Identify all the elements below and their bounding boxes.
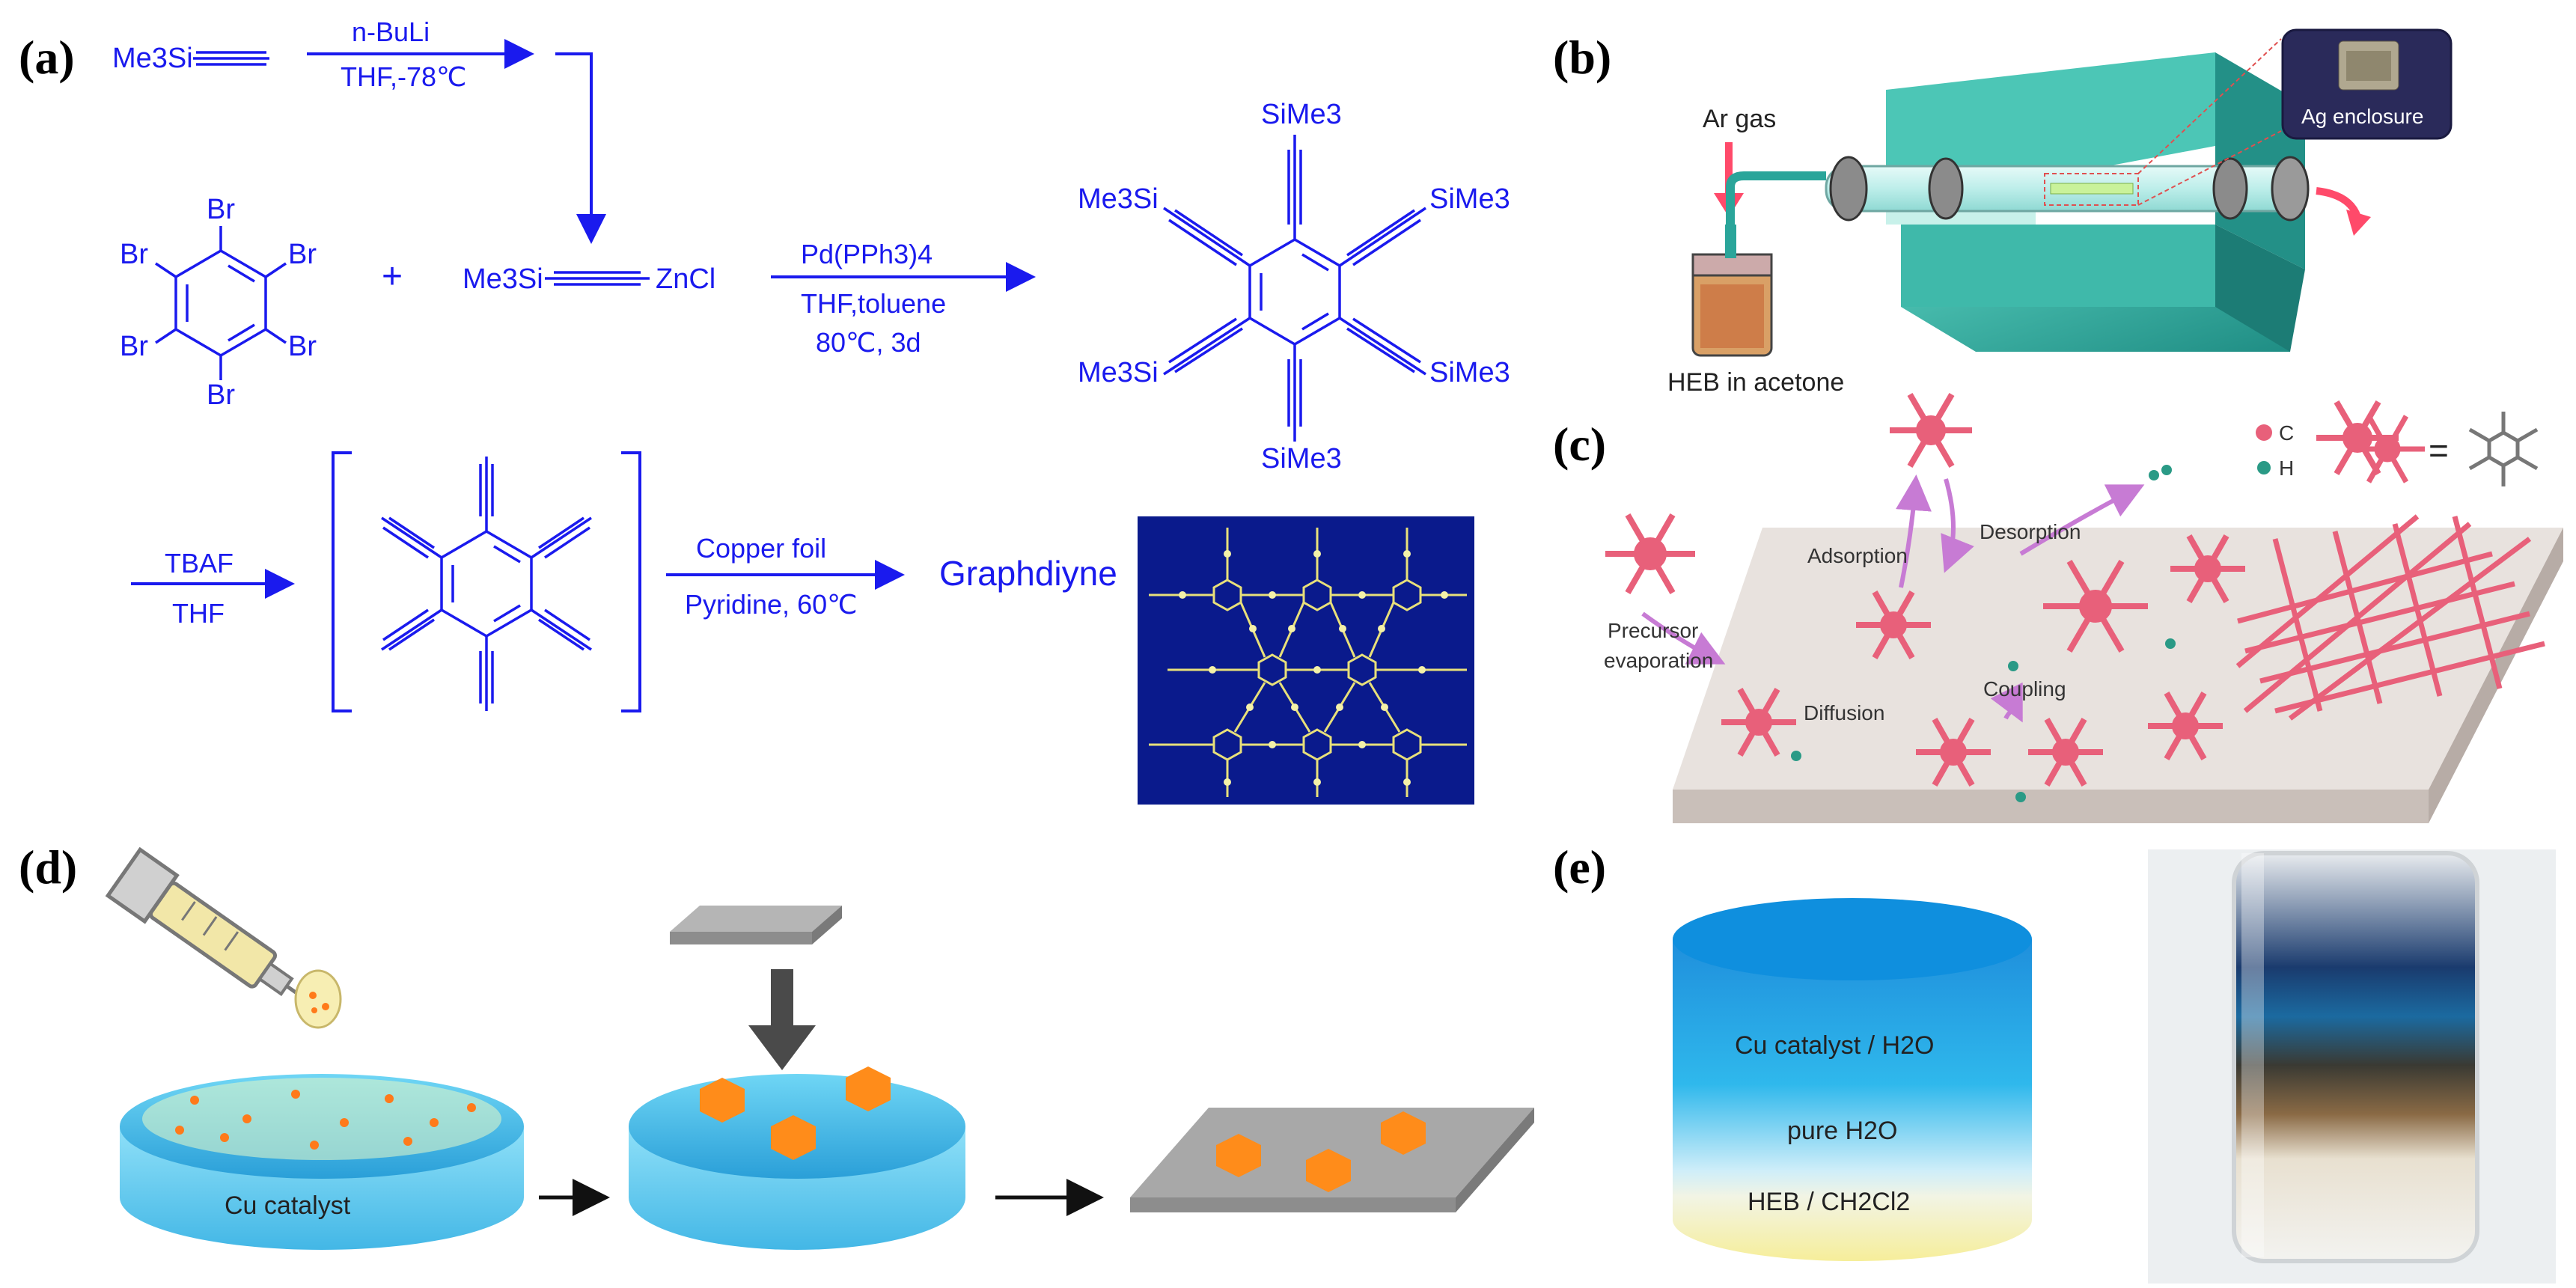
step4-conditions: Pyridine, 60℃ — [685, 589, 858, 620]
dish-interface — [629, 1066, 965, 1250]
zinc-reagent-right: ZnCl — [656, 263, 715, 295]
substrate-plate-top — [670, 906, 842, 944]
dish-cu-catalyst — [120, 1074, 524, 1250]
step3-reagent: TBAF — [165, 548, 234, 579]
elbow-arrow — [555, 52, 606, 244]
layer-cylinder — [1673, 898, 2032, 1261]
legend-carbon-dot — [2256, 424, 2272, 441]
plus-sign: + — [382, 257, 403, 296]
gas-line — [1726, 171, 1826, 225]
step-diffusion: Diffusion — [1804, 701, 1884, 724]
tms-top: SiMe3 — [1261, 99, 1342, 130]
br-upper-right: Br — [288, 239, 317, 270]
syringe-icon — [105, 846, 322, 1012]
heb-source-label: HEB in acetone — [1667, 368, 1844, 397]
step-desorption: Desorption — [1980, 520, 2081, 543]
droplet-icon — [294, 969, 342, 1029]
legend-star-molecule — [2350, 415, 2425, 483]
hexakis-tms-benzene — [1163, 135, 1426, 442]
step2-reagent: Pd(PPh3)4 — [801, 239, 933, 269]
step-precursor-2: evaporation — [1604, 649, 1713, 672]
vial-photo — [2148, 849, 2556, 1284]
substrate-with-flakes — [1130, 1108, 1534, 1212]
hexabromobenzene — [155, 226, 287, 380]
ag-enclosure-label: Ag enclosure — [2301, 105, 2423, 128]
panel-e-label: (e) — [1553, 840, 1606, 894]
br-lower-left: Br — [120, 331, 148, 362]
graphdiyne-structure-image — [1138, 516, 1474, 805]
tube-furnace — [1825, 52, 2310, 352]
equals-sign: = — [2429, 431, 2449, 470]
ag-enclosure-inset — [2281, 28, 2453, 140]
step-coupling: Coupling — [1983, 677, 2066, 701]
panel-b-label: (b) — [1553, 31, 1611, 84]
br-bottom: Br — [207, 379, 235, 411]
tms-bottom: SiMe3 — [1261, 443, 1342, 474]
legend-carbon: C — [2279, 421, 2294, 445]
panel-a-label: (a) — [19, 31, 75, 84]
panel-d: (d) Cu catalyst — [19, 840, 1534, 1250]
step3-solvent: THF — [172, 598, 225, 629]
graphdiyne-label: Graphdiyne — [939, 554, 1117, 593]
bracket-right — [621, 451, 641, 712]
bracket-left — [332, 451, 352, 712]
step-precursor-1: Precursor — [1608, 619, 1698, 642]
panel-c-label: (c) — [1553, 418, 1606, 471]
molecule-icons — [1605, 392, 2399, 787]
press-down-arrow — [748, 969, 816, 1070]
graphdiyne-network — [2235, 514, 2545, 721]
zoom-region — [2044, 173, 2139, 206]
legend-hydrogen-dot — [2257, 461, 2271, 474]
triple-bond-1 — [193, 51, 269, 66]
step-adsorption: Adsorption — [1807, 544, 1908, 567]
step2-conditions-2: 80℃, 3d — [816, 327, 921, 358]
legend-structure — [2468, 412, 2539, 486]
panel-e: (e) Cu catalyst / H2O pure H2O HEB / CH2… — [1553, 840, 2556, 1284]
panel-a: (a) Me3Si n-BuLi THF,-78℃ Br Br B — [19, 16, 1510, 805]
br-upper-left: Br — [120, 239, 148, 270]
tms-lower-right: SiMe3 — [1429, 357, 1510, 388]
step1-reagent: n-BuLi — [352, 16, 430, 47]
tms-lower-left: Me3Si — [1078, 357, 1159, 388]
panel-b: (b) Ar gas HEB in acetone — [1553, 28, 2453, 397]
panel-c: (c) C H = — [1553, 392, 2563, 823]
legend-hydrogen: H — [2279, 457, 2294, 480]
triple-bond-zn — [545, 271, 650, 286]
hydrogen-atoms — [1791, 465, 2176, 802]
hexaethynylbenzene — [381, 457, 592, 711]
layer-top-label: Cu catalyst / H2O — [1735, 1031, 1934, 1060]
layer-bottom-label: HEB / CH2Cl2 — [1748, 1188, 1910, 1216]
step2-conditions-1: THF,toluene — [801, 288, 946, 319]
br-top: Br — [207, 194, 235, 225]
zinc-reagent-left: Me3Si — [463, 263, 543, 295]
tms-acetylene-label: Me3Si — [112, 43, 193, 74]
layer-middle-label: pure H2O — [1787, 1117, 1897, 1145]
tms-upper-right: SiMe3 — [1429, 183, 1510, 215]
dish-cu-catalyst-label: Cu catalyst — [225, 1191, 351, 1220]
heb-bottle — [1691, 225, 1773, 357]
ar-gas-label: Ar gas — [1703, 105, 1776, 133]
br-lower-right: Br — [288, 331, 317, 362]
tms-upper-left: Me3Si — [1078, 183, 1159, 215]
step4-reagent: Copper foil — [696, 533, 826, 564]
step1-conditions: THF,-78℃ — [341, 61, 466, 92]
panel-d-label: (d) — [19, 840, 77, 894]
